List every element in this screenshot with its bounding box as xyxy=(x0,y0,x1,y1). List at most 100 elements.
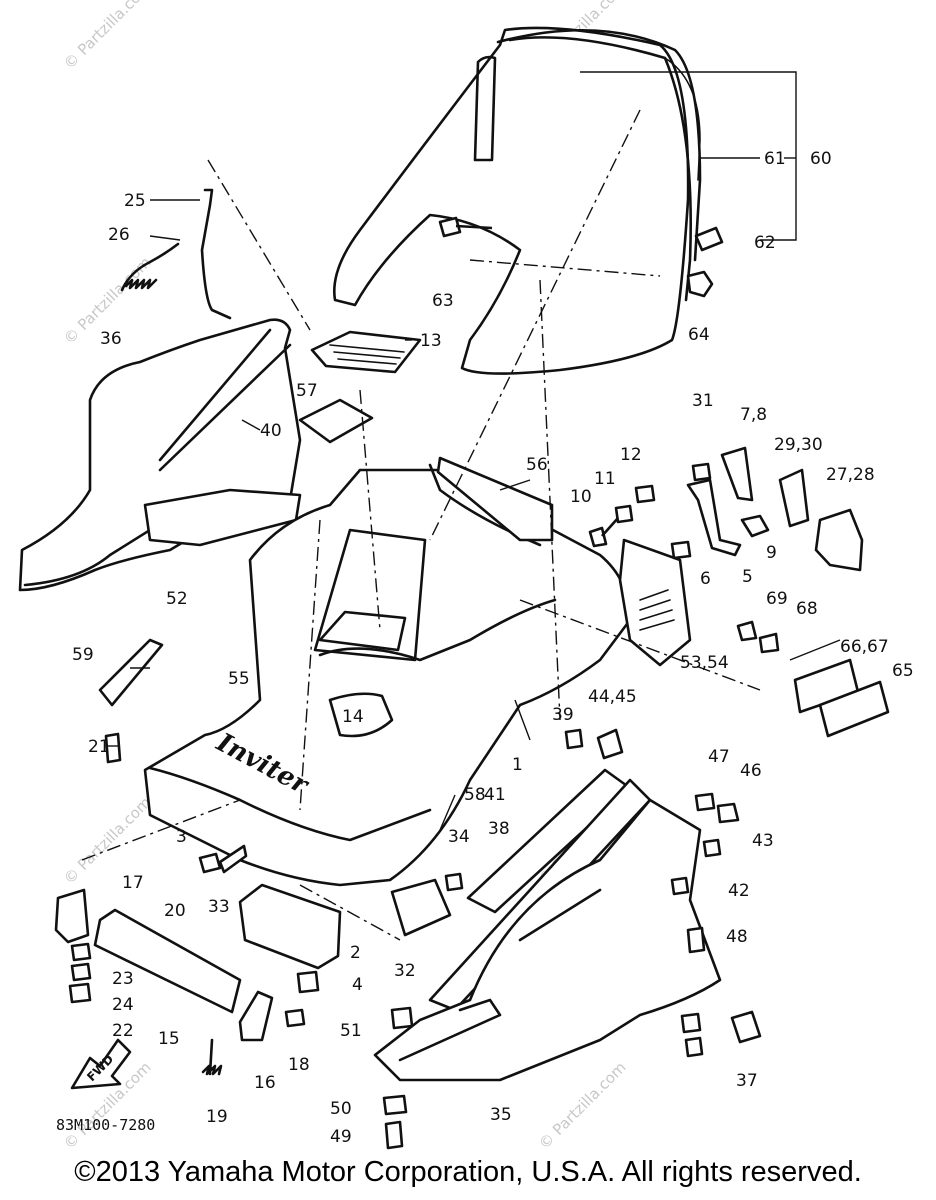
clip-44 xyxy=(596,728,624,760)
callouts: 1 2 3 4 5 6 7,8 9 10 11 12 13 14 15 16 1… xyxy=(72,149,914,1147)
callout-4: 4 xyxy=(352,975,363,995)
callout-63: 63 xyxy=(432,291,454,311)
bracket-17 xyxy=(54,888,90,944)
latch-arm xyxy=(686,478,742,557)
watermark: © Partzilla.com xyxy=(60,0,155,73)
callout-43: 43 xyxy=(752,831,774,851)
bolt-3 xyxy=(198,852,222,874)
callout-35: 35 xyxy=(490,1105,512,1125)
watermark: © Partzilla.com xyxy=(535,1058,630,1153)
callout-19: 19 xyxy=(206,1107,228,1127)
callout-2: 2 xyxy=(350,943,361,963)
callout-64: 64 xyxy=(688,325,710,345)
callout-36: 36 xyxy=(100,329,122,349)
callout-16: 16 xyxy=(254,1073,276,1093)
washer-24 xyxy=(70,962,92,982)
decal-57 xyxy=(298,398,374,444)
callout-42: 42 xyxy=(728,881,750,901)
washer-47 xyxy=(694,792,716,812)
trim-clip xyxy=(694,226,724,252)
grommet-31 xyxy=(691,462,712,482)
windshield xyxy=(333,26,701,375)
callout-10: 10 xyxy=(570,487,592,507)
callout-14: 14 xyxy=(342,707,364,727)
nut-69 xyxy=(736,620,758,642)
drawing-code: 83M100-7280 xyxy=(56,1116,155,1134)
nut-51b xyxy=(390,1006,414,1030)
support-rod xyxy=(200,188,232,320)
screw-43 xyxy=(702,838,722,858)
bolt-18 xyxy=(284,1008,306,1028)
callout-6: 6 xyxy=(700,569,711,589)
callout-23: 23 xyxy=(112,969,134,989)
callout-46: 46 xyxy=(740,761,762,781)
callout-58: 58 xyxy=(464,785,486,805)
bracket-16 xyxy=(238,990,274,1042)
plug-39 xyxy=(564,728,584,750)
callout-31: 31 xyxy=(692,391,714,411)
nut-4 xyxy=(296,970,320,994)
callout-47: 47 xyxy=(708,747,730,767)
nut-22 xyxy=(68,982,92,1004)
nut-6 xyxy=(670,540,692,560)
callout-53-54: 53,54 xyxy=(680,653,729,673)
trim-strip xyxy=(436,456,554,542)
callout-25: 25 xyxy=(124,191,146,211)
callout-49: 49 xyxy=(330,1127,352,1147)
nut-51 xyxy=(684,1036,704,1058)
leader-lines xyxy=(106,71,841,831)
callout-44-45: 44,45 xyxy=(588,687,637,707)
callout-48: 48 xyxy=(726,927,748,947)
callout-18: 18 xyxy=(288,1055,310,1075)
callout-38: 38 xyxy=(488,819,510,839)
bushing-12 xyxy=(634,484,656,504)
side-vent xyxy=(618,538,692,667)
assembly-lines xyxy=(81,109,761,941)
callout-12: 12 xyxy=(620,445,642,465)
callout-65: 65 xyxy=(892,661,914,681)
bar-15 xyxy=(93,908,242,1014)
lower-side-panel xyxy=(373,798,722,1082)
plug-34 xyxy=(444,872,464,892)
fwd-arrow: FWD xyxy=(70,1038,132,1090)
callout-3: 3 xyxy=(176,827,187,847)
callout-27-28: 27,28 xyxy=(826,465,875,485)
windshield-nut xyxy=(686,270,714,298)
callout-21: 21 xyxy=(88,737,110,757)
callout-20: 20 xyxy=(164,901,186,921)
callout-5: 5 xyxy=(742,567,753,587)
grille-cover xyxy=(310,330,422,374)
callout-62: 62 xyxy=(754,233,776,253)
callout-57: 57 xyxy=(296,381,318,401)
washer-11 xyxy=(614,504,634,524)
latch-knob xyxy=(740,514,770,538)
latch-cover xyxy=(720,446,754,502)
callout-32: 32 xyxy=(394,961,416,981)
callout-11: 11 xyxy=(594,469,616,489)
grommet-50b xyxy=(382,1094,408,1116)
screw-46 xyxy=(716,802,740,824)
callout-50: 50 xyxy=(330,1099,352,1119)
windshield-bolt xyxy=(438,216,493,238)
bumper-block xyxy=(390,878,452,937)
callout-56: 56 xyxy=(526,455,548,475)
spacer-68 xyxy=(758,632,780,654)
cap-37 xyxy=(730,1010,762,1044)
main-hood xyxy=(143,463,632,887)
callout-34: 34 xyxy=(448,827,470,847)
callout-29-30: 29,30 xyxy=(774,435,823,455)
callout-37: 37 xyxy=(736,1071,758,1091)
callout-24: 24 xyxy=(112,995,134,1015)
decal-59 xyxy=(98,638,164,707)
callout-51: 51 xyxy=(340,1021,362,1041)
hood-hook-27 xyxy=(814,508,864,572)
callout-22: 22 xyxy=(112,1021,134,1041)
callout-1: 1 xyxy=(512,755,523,775)
callout-69: 69 xyxy=(766,589,788,609)
screw-48 xyxy=(686,926,706,954)
callout-26: 26 xyxy=(108,225,130,245)
bracket-box xyxy=(238,883,342,970)
bolt-33 xyxy=(218,844,248,874)
callout-55: 55 xyxy=(228,669,250,689)
